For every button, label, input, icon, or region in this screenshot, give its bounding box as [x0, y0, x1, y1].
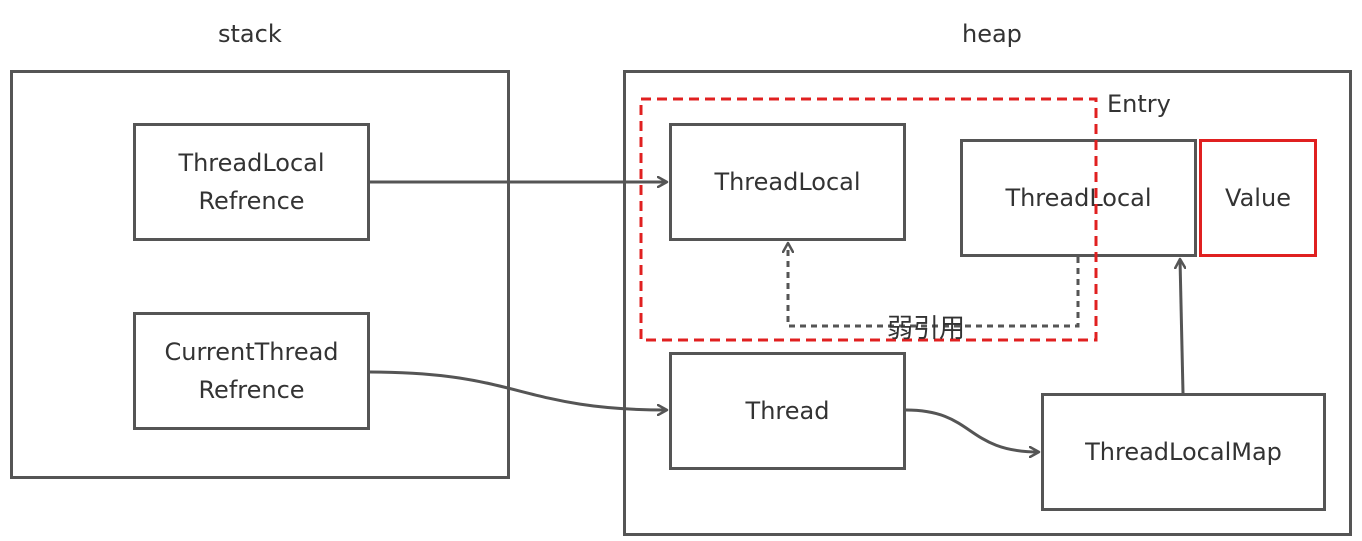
weak-reference-arrow — [788, 243, 1080, 328]
entry-value-box: Value — [1199, 139, 1317, 257]
entry-key-box: ThreadLocal — [960, 139, 1197, 257]
threadlocalmap-box: ThreadLocalMap — [1041, 393, 1326, 511]
arrow-thread-to-threadlocalmap — [905, 408, 1039, 452]
thread-box: Thread — [669, 352, 906, 470]
threadlocal-reference-box: ThreadLocal Refrence — [133, 123, 370, 241]
threadlocalmap-label: ThreadLocalMap — [1085, 438, 1282, 466]
entry-key-label: ThreadLocal — [1005, 184, 1152, 212]
arrow-currentthread-ref-to-thread — [369, 370, 667, 410]
currentthread-reference-line1: CurrentThread — [164, 338, 339, 366]
currentthread-reference-line2: Refrence — [198, 376, 305, 404]
threadlocal-reference-line1: ThreadLocal — [178, 149, 325, 177]
entry-value-label: Value — [1225, 184, 1291, 212]
stack-title: stack — [218, 20, 282, 48]
heap-title: heap — [962, 20, 1022, 48]
weak-reference-label: 弱引用 — [887, 314, 966, 344]
entry-outline — [639, 97, 1098, 342]
thread-label: Thread — [745, 397, 830, 425]
threadlocal-object-label: ThreadLocal — [714, 168, 861, 196]
currentthread-reference-box: CurrentThread Refrence — [133, 312, 370, 430]
entry-label: Entry — [1107, 90, 1171, 118]
threadlocal-object-box: ThreadLocal — [669, 123, 906, 241]
arrow-threadlocalmap-to-entry — [1180, 259, 1183, 394]
threadlocal-reference-line2: Refrence — [198, 187, 305, 215]
